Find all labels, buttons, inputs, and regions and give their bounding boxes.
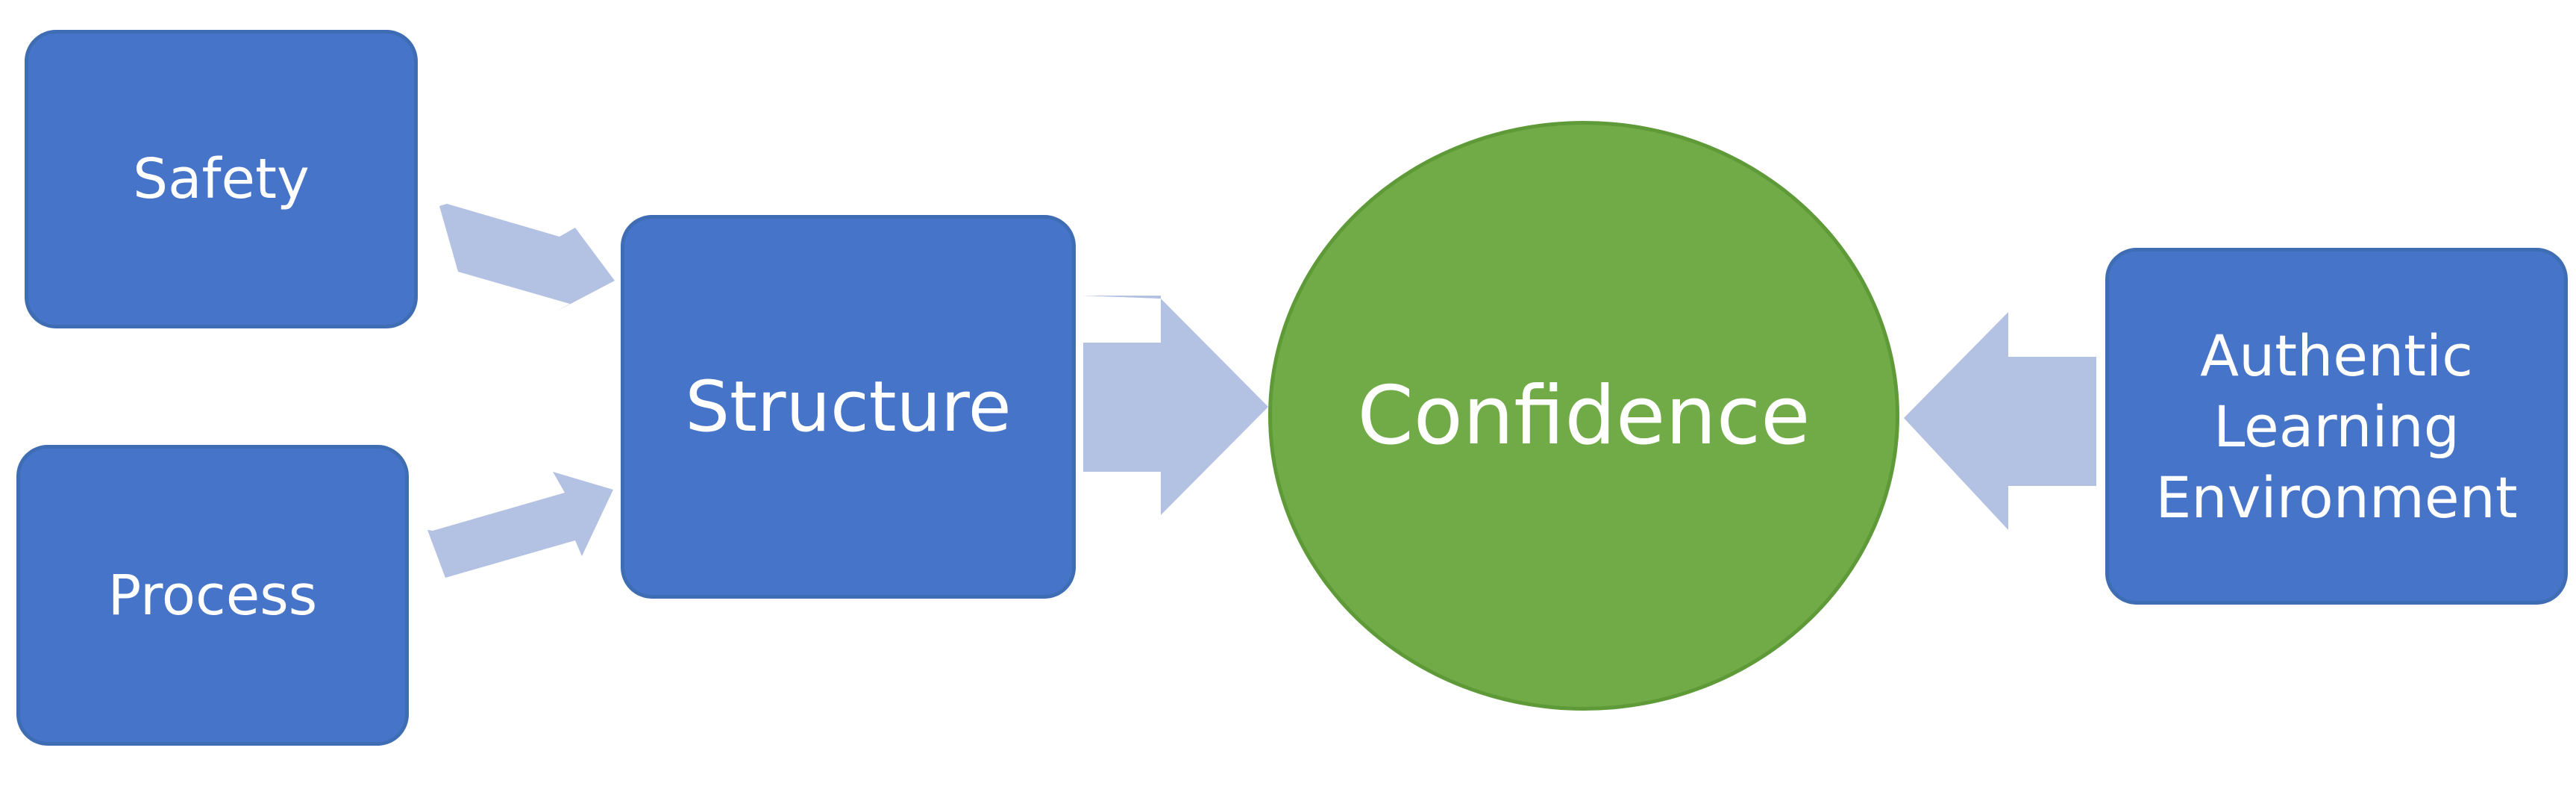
arrow-structure-confidence-final xyxy=(1083,299,1268,515)
arrow-safety-to-structure xyxy=(439,204,615,312)
arrow-process-to-structure xyxy=(427,472,613,578)
arrow-structure-main xyxy=(1083,296,1161,299)
node-safety-label: Safety xyxy=(133,147,310,211)
node-structure-label: Structure xyxy=(685,366,1012,448)
node-authentic-label: Authentic Learning Environment xyxy=(2155,322,2518,531)
node-process: Process xyxy=(16,445,409,746)
node-structure: Structure xyxy=(621,215,1076,599)
node-confidence: Confidence xyxy=(1268,121,1899,711)
node-process-label: Process xyxy=(107,563,318,628)
arrow-authentic-to-confidence xyxy=(1904,312,2096,530)
node-authentic-learning-environment: Authentic Learning Environment xyxy=(2105,248,2568,605)
node-safety: Safety xyxy=(25,30,418,328)
node-confidence-label: Confidence xyxy=(1357,369,1811,463)
